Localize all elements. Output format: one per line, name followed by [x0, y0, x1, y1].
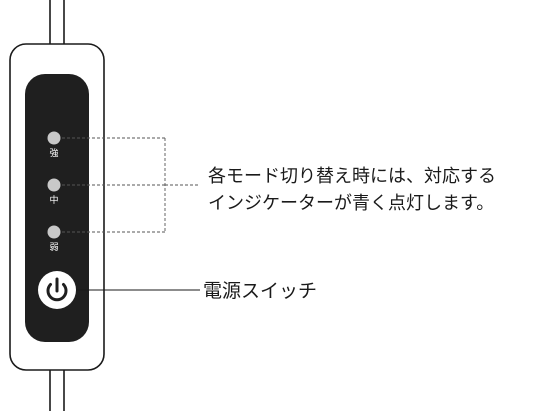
indicator-callout-text-line1: 各モード切り替え時には、対応する [208, 166, 496, 187]
controller-panel [25, 74, 89, 342]
indicator-medium-icon [47, 178, 61, 192]
indicator-callout-text-line2: インジケーターが青く点灯します。 [208, 193, 495, 214]
power-button[interactable] [38, 271, 76, 309]
indicator-callout-bracket [62, 137, 200, 233]
indicator-label-weak: 弱 [49, 243, 59, 253]
indicator-label-strong: 強 [49, 149, 59, 159]
indicator-strong-icon [47, 131, 61, 145]
top-cable [49, 0, 65, 44]
power-icon [46, 277, 68, 302]
bottom-cable [49, 370, 65, 411]
indicator-label-medium: 中 [49, 196, 59, 206]
indicator-weak-icon [47, 225, 61, 239]
power-callout-text: 電源スイッチ [203, 280, 318, 302]
